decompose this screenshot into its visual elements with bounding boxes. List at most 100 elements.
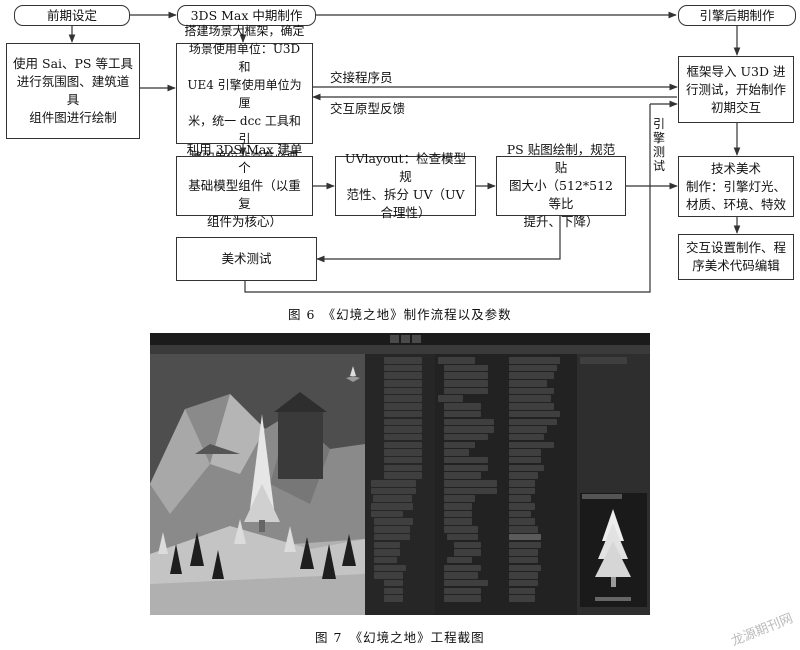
asset-row xyxy=(509,495,532,502)
tree-row xyxy=(371,480,416,487)
pause-icon xyxy=(401,335,410,343)
tree-row xyxy=(384,595,404,602)
tree-row xyxy=(384,387,423,395)
tree-row xyxy=(453,549,482,556)
project-folder-tree xyxy=(438,357,500,603)
project-tabbar xyxy=(435,345,577,354)
tree-row xyxy=(384,426,423,433)
tree-row xyxy=(373,495,412,502)
tree-row xyxy=(384,357,423,364)
tree-row xyxy=(384,464,423,472)
asset-row xyxy=(509,533,541,541)
asset-row xyxy=(509,472,538,479)
box-uvlayout: UVlayout：检查模型规 范性、拆分 UV（UV 合理性） xyxy=(335,151,476,220)
watermark: 龙源期刊网 xyxy=(729,611,796,650)
tree-row xyxy=(444,579,488,587)
asset-row xyxy=(509,441,554,449)
tree-row xyxy=(371,503,413,510)
tree-row xyxy=(374,549,400,556)
play-icon xyxy=(390,335,399,343)
tree-row xyxy=(444,449,469,456)
tree-row xyxy=(444,433,488,441)
tree-row xyxy=(384,441,423,449)
tree-row xyxy=(384,579,404,587)
inspector-row xyxy=(580,357,627,364)
line-arttest-loop xyxy=(244,104,651,293)
asset-row xyxy=(509,487,535,495)
asset-row xyxy=(509,372,554,379)
asset-row xyxy=(509,433,545,441)
tree-row xyxy=(453,541,482,548)
tree-row xyxy=(444,426,494,433)
asset-preview xyxy=(580,493,647,607)
tree-row xyxy=(384,372,423,379)
asset-row xyxy=(509,403,554,410)
tree-row xyxy=(444,518,473,525)
asset-row xyxy=(509,464,545,472)
asset-row xyxy=(509,387,554,395)
label-engine-test: 引 擎 测 试 xyxy=(652,117,665,173)
editor-screenshot xyxy=(150,333,650,615)
asset-row xyxy=(509,357,561,364)
box-import-u3d: 框架导入 U3D 进 行测试，开始制作 初期交互 xyxy=(678,56,794,123)
tree-row xyxy=(444,403,482,410)
box-interaction-setup: 交互设置制作、程 序美术代码编辑 xyxy=(678,234,794,280)
tree-row xyxy=(444,464,488,472)
asset-row xyxy=(509,410,561,418)
tree-row xyxy=(447,556,473,564)
tree-row xyxy=(384,456,423,464)
stage-pre-production: 前期设定 xyxy=(14,5,130,26)
project-panel xyxy=(435,345,577,615)
asset-row xyxy=(509,503,535,510)
tree-row xyxy=(384,449,423,456)
tree-row xyxy=(374,541,400,548)
asset-row xyxy=(509,510,532,518)
inspector-panel xyxy=(577,345,650,615)
tree-row xyxy=(384,433,423,441)
tree-row xyxy=(444,372,488,379)
tree-row xyxy=(444,418,494,425)
tree-row xyxy=(384,587,404,595)
tree-row xyxy=(384,410,423,418)
asset-row xyxy=(509,556,538,564)
box-texture-painting: PS 贴图绘制，规范贴 图大小（512*512 等比 提升、下降） xyxy=(496,142,626,229)
project-asset-list xyxy=(509,357,573,603)
tree-row xyxy=(384,403,423,410)
scene-view-tabbar xyxy=(150,345,365,354)
tree-row xyxy=(384,472,423,479)
tree-row xyxy=(384,418,423,425)
asset-row xyxy=(509,572,538,579)
tree-row xyxy=(444,495,476,502)
asset-row xyxy=(509,456,541,464)
tree-row xyxy=(371,510,404,518)
tree-row xyxy=(444,456,488,464)
editor-toolbar xyxy=(150,333,650,345)
tree-row xyxy=(384,380,423,387)
asset-row xyxy=(509,480,535,487)
tree-row xyxy=(444,387,488,395)
tree-row xyxy=(438,357,476,364)
tree-row xyxy=(374,533,410,541)
tree-row xyxy=(444,364,488,372)
scene-view xyxy=(150,345,365,615)
tree-row xyxy=(438,395,463,402)
tree-row xyxy=(444,572,479,579)
tree-row xyxy=(444,510,473,518)
preview-caption-bar xyxy=(595,597,631,601)
asset-row xyxy=(509,518,535,525)
tree-row xyxy=(444,595,482,602)
asset-row xyxy=(509,526,538,533)
asset-row xyxy=(509,426,548,433)
tree-row xyxy=(371,487,416,495)
box-scene-framework: 搭建场景大框架，确定 场景使用单位：U3D 和 UE4 引擎使用单位为厘 米，统… xyxy=(176,24,313,164)
asset-row xyxy=(509,595,535,602)
hierarchy-rows xyxy=(368,357,432,603)
asset-row xyxy=(509,587,535,595)
tree-row xyxy=(444,380,488,387)
label-handover-programmer: 交接程序员 xyxy=(330,70,393,85)
tree-row xyxy=(444,441,476,449)
figure-7-caption: 图 7 《幻境之地》工程截图 xyxy=(315,630,485,645)
tree-row xyxy=(444,564,482,572)
tree-row xyxy=(374,564,407,572)
tree-row xyxy=(374,572,404,579)
